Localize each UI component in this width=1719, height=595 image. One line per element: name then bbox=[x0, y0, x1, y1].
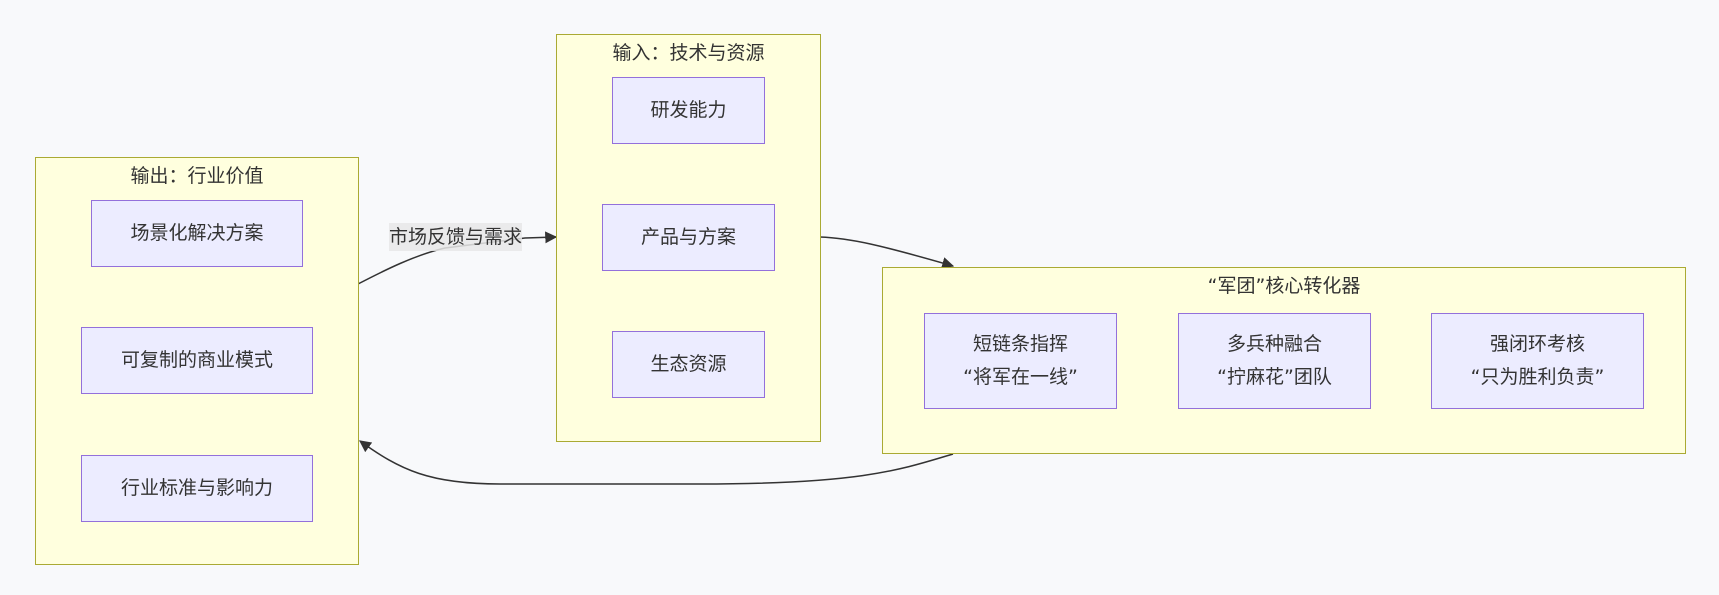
cluster-converter-title: “军团”核心转化器 bbox=[1207, 275, 1361, 297]
node-label-line1: 短链条指挥 bbox=[972, 333, 1068, 355]
node-industry-standards: 行业标准与影响力 bbox=[81, 455, 313, 522]
node-multi-arms-fusion: 多兵种融合 “拧麻花”团队 bbox=[1178, 313, 1371, 409]
node-label: 场景化解决方案 bbox=[130, 222, 264, 244]
edge-label-feedback: 市场反馈与需求 bbox=[389, 223, 523, 251]
edge-input-to-converter bbox=[819, 236, 955, 269]
cluster-input-title: 输入：技术与资源 bbox=[612, 42, 765, 64]
node-products-solutions: 产品与方案 bbox=[602, 204, 775, 271]
node-label: 行业标准与影响力 bbox=[120, 477, 273, 499]
node-rnd-capability: 研发能力 bbox=[612, 77, 765, 144]
node-label: 可复制的商业模式 bbox=[120, 349, 273, 371]
node-label: 研发能力 bbox=[650, 99, 727, 121]
edge-converter-to-output bbox=[359, 440, 954, 485]
node-ecosystem-resources: 生态资源 bbox=[612, 331, 765, 398]
node-label: 产品与方案 bbox=[640, 226, 736, 248]
node-label-line1: 多兵种融合 bbox=[1226, 333, 1322, 355]
node-scenario-solutions: 场景化解决方案 bbox=[91, 200, 303, 267]
node-label-line2: “拧麻花”团队 bbox=[1217, 366, 1332, 388]
node-label-line2: “将军在一线” bbox=[963, 366, 1078, 388]
node-label: 生态资源 bbox=[650, 353, 727, 375]
node-label-line1: 强闭环考核 bbox=[1489, 333, 1585, 355]
node-replicable-business-model: 可复制的商业模式 bbox=[81, 327, 313, 394]
node-label-line2: “只为胜利负责” bbox=[1470, 366, 1605, 388]
node-closed-loop-assessment: 强闭环考核 “只为胜利负责” bbox=[1431, 313, 1644, 409]
node-short-chain-command: 短链条指挥 “将军在一线” bbox=[924, 313, 1117, 409]
cluster-output-title: 输出：行业价值 bbox=[130, 165, 264, 187]
